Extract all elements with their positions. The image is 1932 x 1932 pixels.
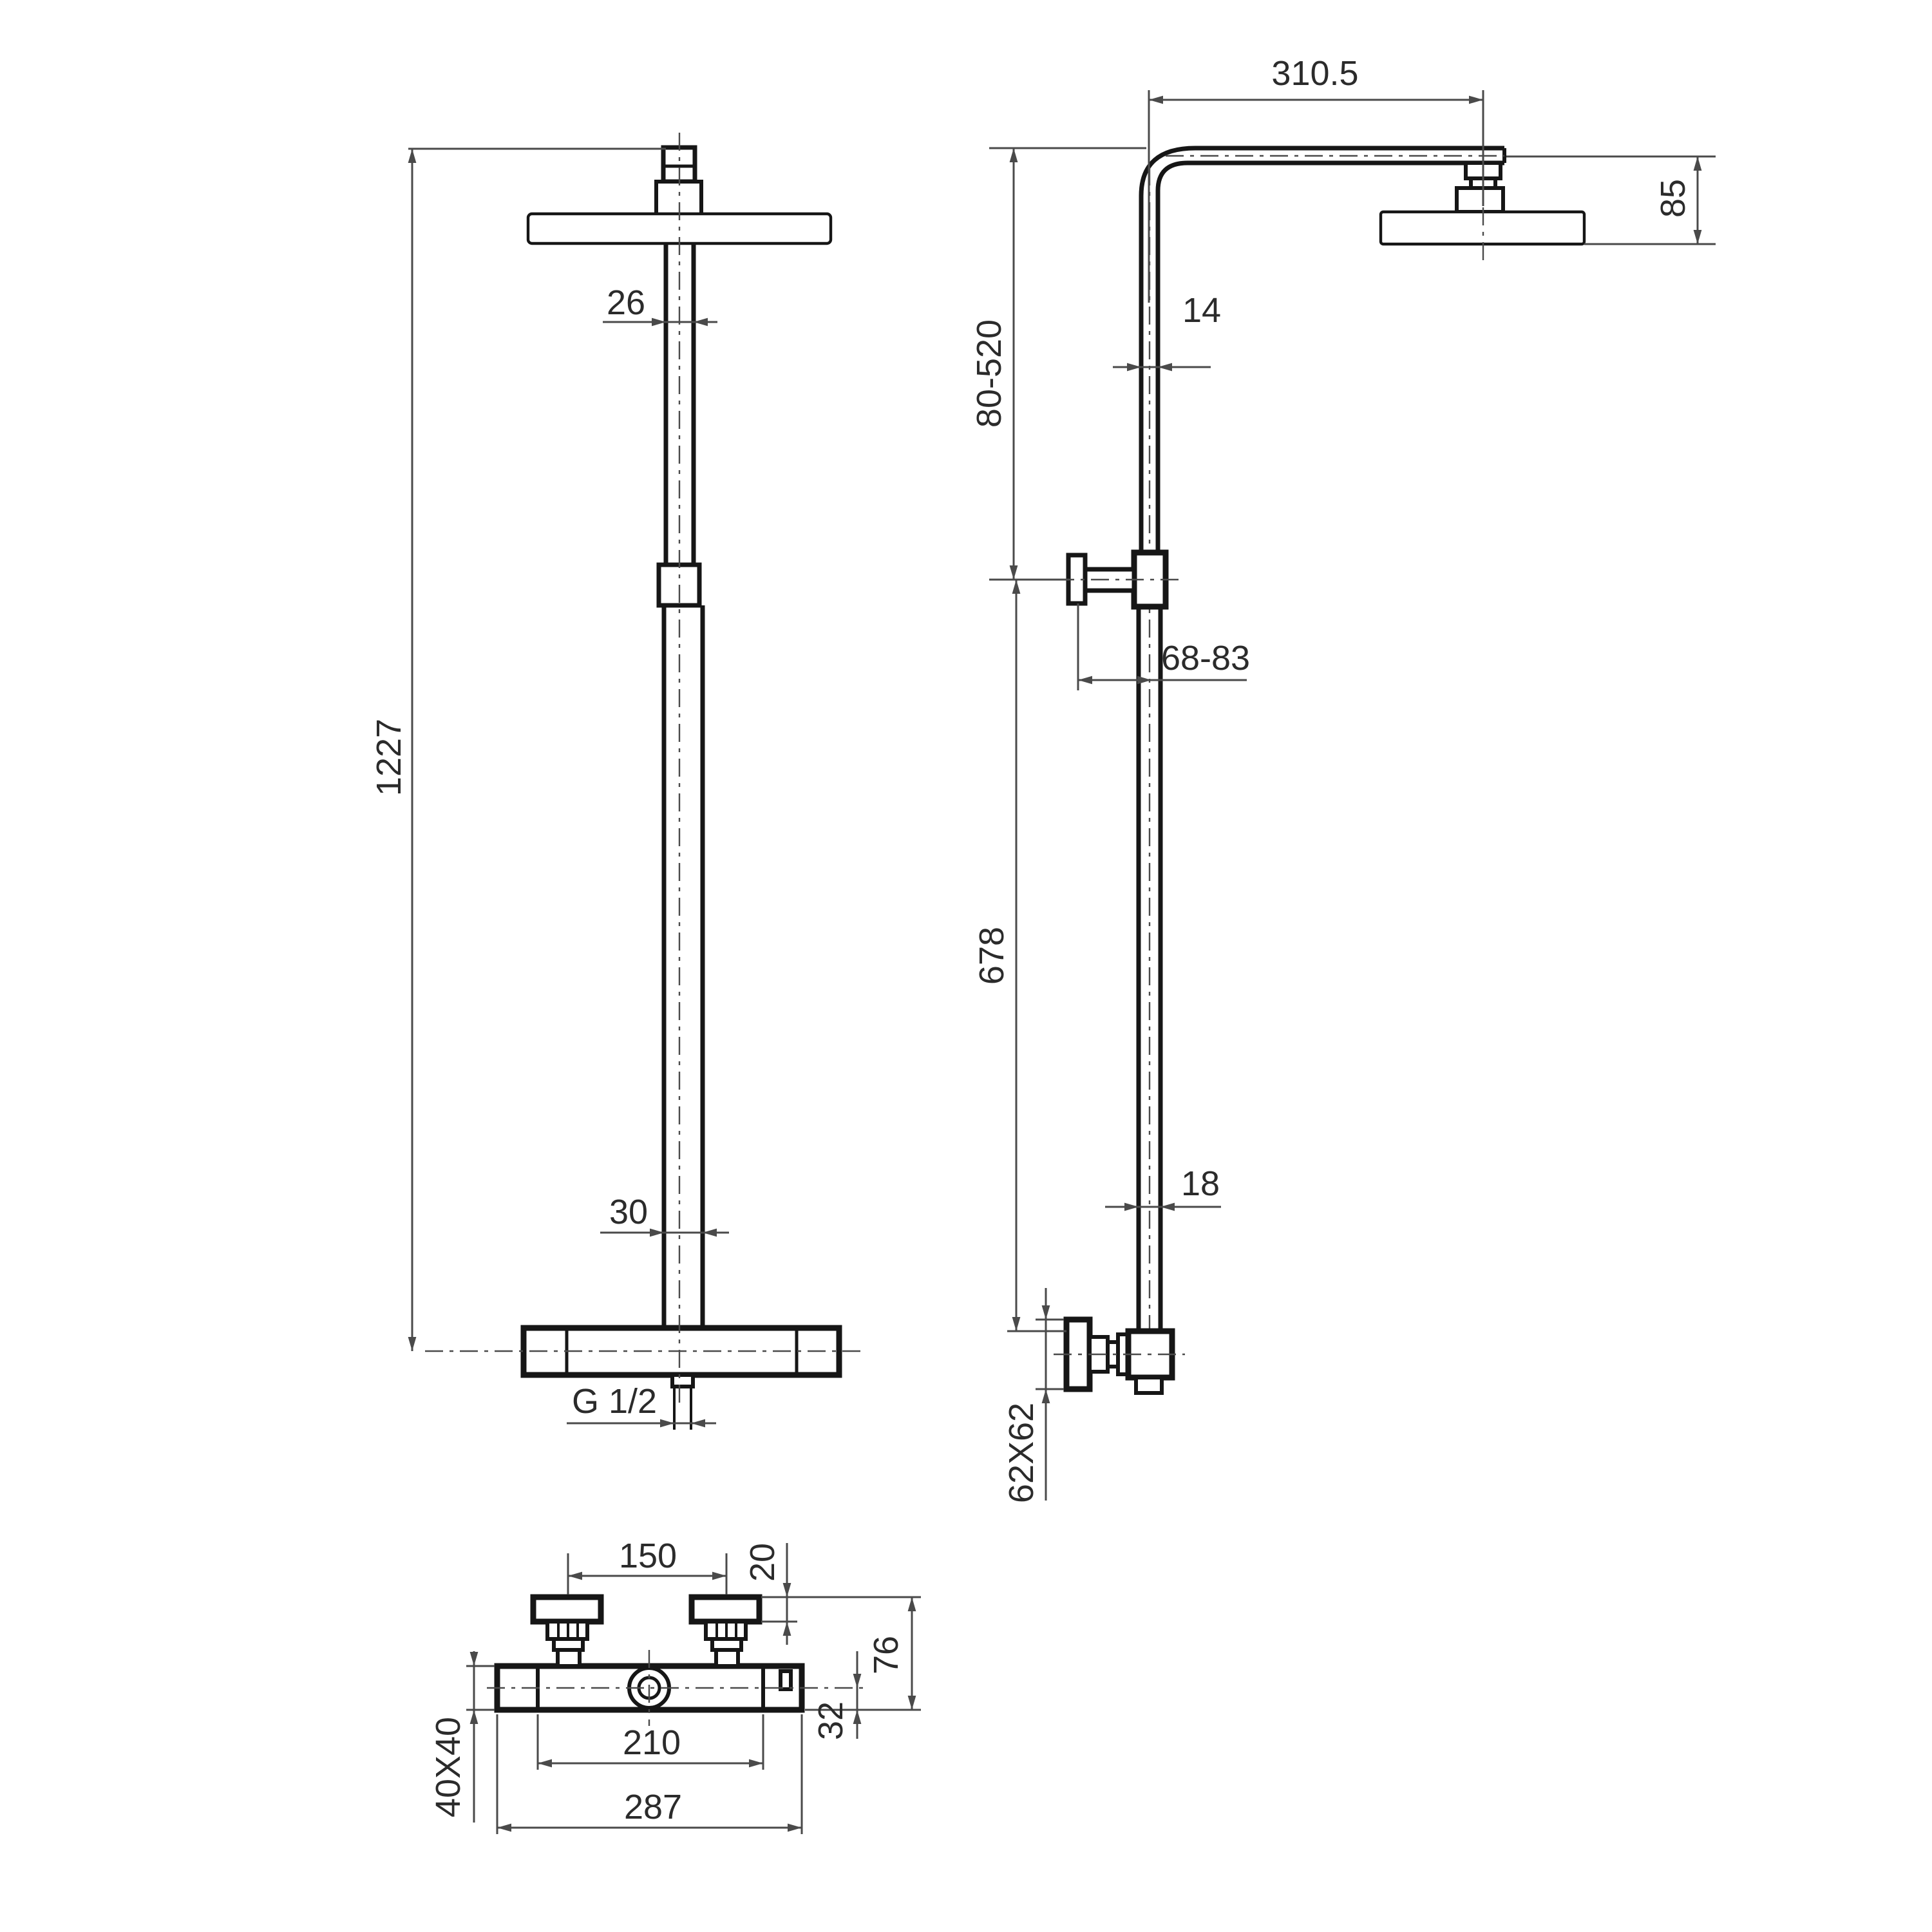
side-view: 310.5 85 14 80-520 68-83 678 18 [970, 54, 1716, 1503]
dim-wall-plate: 62X62 [1002, 1403, 1041, 1503]
dim-body-section: 40X40 [429, 1717, 468, 1817]
dim-lower-riser: 678 [972, 927, 1011, 985]
valve-detail-view: 150 20 76 32 210 287 [429, 1537, 921, 1834]
head-fitting-collar [1455, 186, 1505, 214]
dim-handle-centers: 150 [619, 1537, 677, 1575]
dim-total-depth: 76 [867, 1636, 905, 1674]
dim-arm-reach: 310.5 [1271, 54, 1358, 93]
dim-union-centers: 210 [623, 1723, 681, 1762]
dim-upper-pipe-side: 14 [1182, 291, 1221, 330]
dim-inlet-thread: G 1/2 [572, 1382, 657, 1421]
valve-stub-side [1134, 1376, 1164, 1395]
dim-outlet-offset: 32 [811, 1701, 850, 1740]
dim-head-drop: 85 [1654, 179, 1692, 218]
dim-overall-width: 287 [624, 1788, 682, 1826]
inlet-stub [670, 1373, 695, 1388]
dim-upper-pipe-front: 26 [607, 283, 645, 322]
right-handle-cap [688, 1594, 762, 1625]
left-handle-cap [530, 1594, 604, 1625]
front-view: 1227 26 30 G 1/2 [370, 133, 860, 1430]
dim-handle-height: 20 [743, 1543, 782, 1582]
dim-riser-adjust: 80-520 [970, 319, 1009, 428]
dim-bracket-offset: 68-83 [1161, 639, 1250, 677]
dim-lower-pipe-side: 18 [1181, 1164, 1220, 1203]
dim-lower-pipe-front: 30 [609, 1193, 648, 1231]
dim-overall-height: 1227 [370, 719, 408, 796]
end-cap-slot [779, 1669, 793, 1691]
right-handle-base [714, 1648, 740, 1668]
left-handle-base [556, 1648, 582, 1668]
